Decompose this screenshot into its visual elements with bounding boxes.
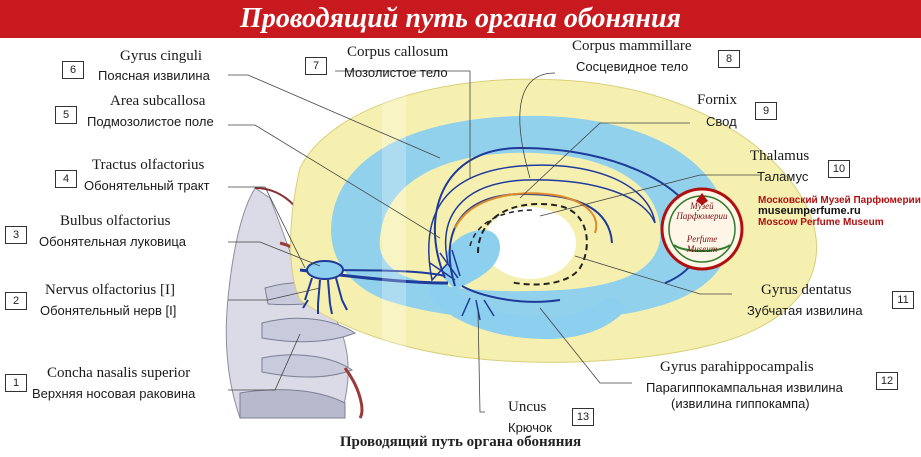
label-3-latin: Bulbus olfactorius <box>60 213 171 229</box>
museum-logo-line-3: Perfume <box>686 234 718 244</box>
label-7-latin: Corpus callosum <box>347 44 449 60</box>
museum-logo-en: Perfume Museum <box>672 234 732 254</box>
label-1-latin: Concha nasalis superior <box>47 365 191 381</box>
label-number-6: 6 <box>62 61 84 79</box>
label-number-9: 9 <box>755 102 777 120</box>
museum-credit: Московский Музей Парфюмерии museumperfum… <box>758 195 921 228</box>
label-9-latin: Fornix <box>697 92 738 108</box>
museum-seal-logo <box>660 187 744 271</box>
label-number-12: 12 <box>876 372 898 390</box>
label-3-russian: Обонятельная луковица <box>39 234 187 249</box>
label-12-russian: Парагиппокампальная извилина <box>646 380 843 395</box>
label-number-11: 11 <box>892 291 914 309</box>
corpus-callosum-shape <box>428 164 656 282</box>
label-12-russian-extra: (извилина гиппокампа) <box>671 396 810 411</box>
label-number-2: 2 <box>5 292 27 310</box>
museum-logo-line-4: Museum <box>686 244 718 254</box>
museum-website[interactable]: museumperfume.ru <box>758 205 861 217</box>
label-1-russian: Верхняя носовая раковина <box>32 386 196 401</box>
diagram-stage: Музей Парфюмерии Perfume Museum Московск… <box>0 38 921 457</box>
label-2-latin: Nervus olfactorius [I] <box>45 282 175 298</box>
label-number-1: 1 <box>5 374 27 392</box>
label-5-latin: Area subcallosa <box>110 93 206 109</box>
label-number-8: 8 <box>718 50 740 68</box>
label-10-russian: Таламус <box>757 169 809 184</box>
museum-name-en: Moscow Perfume Museum <box>758 217 884 228</box>
label-7-russian: Мозолистое тело <box>344 65 448 80</box>
label-6-russian: Поясная извилина <box>98 68 210 83</box>
museum-name-ru: Московский Музей Парфюмерии <box>758 195 921 206</box>
label-13-russian: Крючок <box>508 420 552 435</box>
light-streak <box>382 58 406 438</box>
label-4-latin: Tractus olfactorius <box>92 157 205 173</box>
olfactory-pathway-illustration <box>225 58 818 438</box>
label-8-latin: Corpus mammillare <box>572 38 692 54</box>
museum-logo-ru: Музей Парфюмерии <box>672 201 732 221</box>
figure-caption: Проводящий путь органа обоняния <box>339 434 582 450</box>
title-banner: Проводящий путь органа обоняния <box>0 0 921 38</box>
label-number-10: 10 <box>828 160 850 178</box>
label-9-russian: Свод <box>706 114 737 129</box>
label-10-latin: Thalamus <box>750 148 810 164</box>
museum-logo-line-2: Парфюмерии <box>676 211 728 221</box>
label-11-latin: Gyrus dentatus <box>761 282 852 298</box>
olfactory-bulb-and-nerves <box>302 260 348 315</box>
label-number-4: 4 <box>55 170 77 188</box>
label-number-7: 7 <box>305 57 327 75</box>
label-13-latin: Uncus <box>508 399 547 415</box>
label-6-latin: Gyrus cinguli <box>120 48 203 64</box>
thalamus-dashed-outline <box>477 202 588 286</box>
leader-lines <box>228 70 760 413</box>
museum-logo-line-1: Музей <box>690 201 714 211</box>
label-number-13: 13 <box>572 408 594 426</box>
label-2-russian: Обонятельный нерв [I] <box>40 303 177 318</box>
label-12-latin: Gyrus parahippocampalis <box>660 359 814 375</box>
label-number-5: 5 <box>55 106 77 124</box>
label-11-russian: Зубчатая извилина <box>747 303 863 318</box>
label-5-russian: Подмозолистое поле <box>87 114 214 129</box>
label-8-russian: Сосцевидное тело <box>576 59 689 74</box>
label-4-russian: Обонятельный тракт <box>84 178 210 193</box>
label-number-3: 3 <box>5 226 27 244</box>
fornix-shape <box>454 192 598 234</box>
